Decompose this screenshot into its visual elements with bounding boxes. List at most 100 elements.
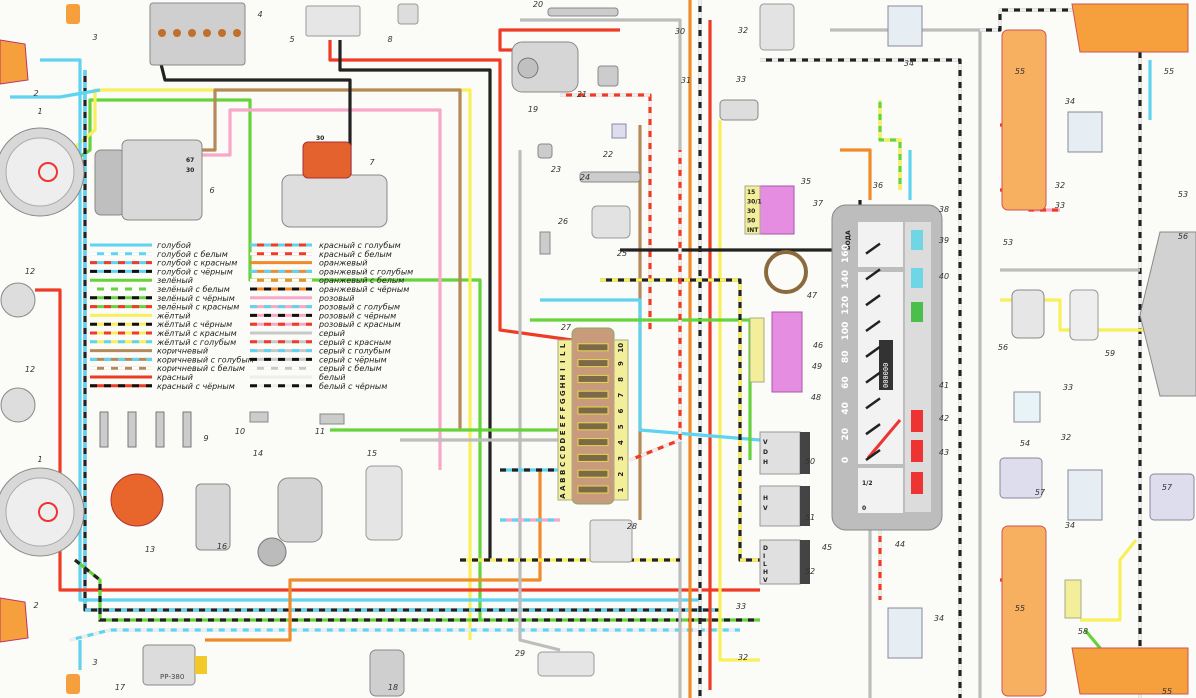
lamp-59 <box>1069 289 1099 341</box>
callout-33: 33 <box>736 75 746 84</box>
callout-43: 43 <box>939 448 949 457</box>
front-side-light-top <box>0 39 29 85</box>
fuse-number: 4 <box>617 440 625 445</box>
wire <box>878 100 902 190</box>
fuse[interactable] <box>577 390 609 399</box>
legend-label: серый с белым <box>319 364 382 373</box>
fuse[interactable] <box>577 469 609 478</box>
callout-27: 27 <box>561 323 572 332</box>
callout-13: 13 <box>145 545 155 554</box>
legend-label: серый с красным <box>319 338 391 347</box>
fuse[interactable] <box>577 453 609 462</box>
fuse-number: 5 <box>617 424 625 429</box>
fuse-number: 9 <box>617 361 625 366</box>
speed-scale-label: 80 <box>841 351 851 364</box>
callout-35: 35 <box>801 177 811 186</box>
wire <box>200 88 462 430</box>
relay-15 <box>365 465 403 541</box>
terminal-label: H <box>763 459 768 466</box>
sensor-24 <box>579 171 641 183</box>
fuse-letter: G <box>559 390 567 396</box>
callout-20: 20 <box>533 0 543 9</box>
ignition-switch <box>744 185 795 235</box>
legend-label: коричневый <box>157 347 208 356</box>
callout-3: 3 <box>92 658 97 667</box>
starter-terminal-30: 30 <box>316 135 324 142</box>
wire-stripe <box>560 93 652 330</box>
speed-scale-label: 100 <box>841 322 851 341</box>
fuse[interactable] <box>577 422 609 431</box>
callout-1: 1 <box>37 455 42 464</box>
wire <box>629 150 682 462</box>
wire <box>520 18 682 698</box>
callout-28: 28 <box>627 522 637 531</box>
fuse-letter: F <box>559 414 567 419</box>
callout-16: 16 <box>217 542 227 551</box>
legend-label: зелёный <box>157 276 193 285</box>
fuse[interactable] <box>577 374 609 383</box>
legend-label: жёлтый с красным <box>156 329 237 338</box>
fuse-letter: E <box>559 422 567 427</box>
callout-55: 55 <box>1162 687 1172 696</box>
callout-36: 36 <box>873 181 883 190</box>
callout-48: 48 <box>811 393 821 402</box>
spark-plugs <box>99 411 192 448</box>
callout-52: 52 <box>805 567 815 576</box>
callout-15: 15 <box>367 449 377 458</box>
speed-scale-tick <box>865 345 881 358</box>
callout-46: 46 <box>813 341 823 350</box>
distributor <box>110 473 164 527</box>
fuse-letter: A <box>559 485 567 491</box>
alternator-terminal-30: 30 <box>186 167 194 174</box>
relay-28 <box>589 519 633 563</box>
fuse[interactable] <box>577 343 609 352</box>
callout-53: 53 <box>1178 190 1188 199</box>
callout-34: 34 <box>1065 97 1075 106</box>
fuse-letter: H <box>559 382 567 388</box>
wire <box>540 298 761 442</box>
fuse-number: 6 <box>617 408 625 413</box>
lamp-34-d <box>1067 469 1103 521</box>
callout-26: 26 <box>558 217 568 226</box>
legend-label: красный с белым <box>319 250 392 259</box>
fuse-letter: L <box>559 351 567 356</box>
callout-50: 50 <box>805 457 815 466</box>
legend-label: красный <box>157 373 193 382</box>
lamp-34-a <box>887 5 923 47</box>
callout-34: 34 <box>904 59 914 68</box>
callout-9: 9 <box>203 434 208 443</box>
wire <box>338 40 492 560</box>
callout-19: 19 <box>528 105 538 114</box>
legend-label: серый с чёрным <box>319 355 387 364</box>
fuse[interactable] <box>577 485 609 494</box>
callout-14: 14 <box>253 449 263 458</box>
rear-light-right-top <box>1071 3 1189 53</box>
rear-light-right-bottom <box>1071 647 1189 695</box>
lamp-34-c <box>887 607 923 659</box>
callout-12: 12 <box>25 365 35 374</box>
component-20 <box>547 7 619 17</box>
component-22 <box>611 123 627 139</box>
side-repeater-bottom <box>66 674 80 694</box>
fuse-number: 8 <box>617 377 625 382</box>
callout-54: 54 <box>1020 439 1030 448</box>
callout-32: 32 <box>738 26 748 35</box>
fuse[interactable] <box>577 359 609 368</box>
callout-55: 55 <box>1015 604 1025 613</box>
legend-label: зелёный с белым <box>157 285 230 294</box>
headlight-left-top <box>0 127 85 217</box>
fuse-letter: A <box>559 493 567 499</box>
terminal-label: 30/1 <box>747 199 762 206</box>
lamp-57-left <box>999 457 1043 499</box>
callout-5: 5 <box>289 35 294 44</box>
fuse[interactable] <box>577 438 609 447</box>
legend-label: оранжевый с белым <box>319 276 404 285</box>
callout-53: 53 <box>1003 238 1013 247</box>
fuse-letter: C <box>559 462 567 467</box>
temperature-gauge-label: ВОДА <box>845 230 852 250</box>
callout-21: 21 <box>577 90 587 99</box>
fuse[interactable] <box>577 406 609 415</box>
